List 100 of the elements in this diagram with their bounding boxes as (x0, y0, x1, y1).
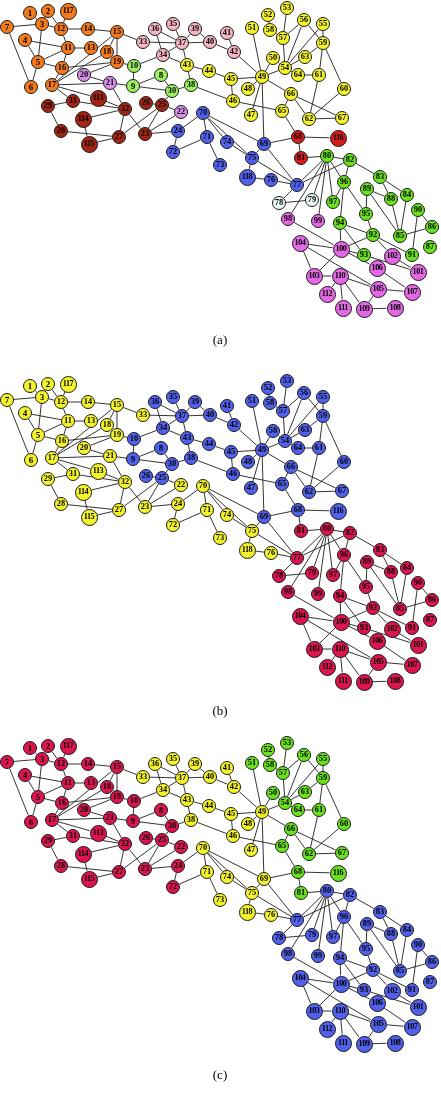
node-number: 12 (56, 24, 66, 34)
node-number: 49 (257, 807, 267, 817)
node-number: 112 (321, 289, 333, 299)
node-number: 115 (83, 139, 95, 149)
node-number: 35 (168, 392, 178, 402)
node-number: 60 (339, 457, 349, 467)
node-number: 26 (141, 833, 151, 843)
node-number: 53 (282, 738, 292, 748)
node-number: 92 (368, 965, 378, 975)
node-number: 100 (335, 979, 347, 989)
node-number: 5 (35, 57, 41, 67)
node-number: 50 (268, 426, 278, 436)
node-number: 74 (222, 510, 232, 520)
node-number: 12 (56, 397, 66, 407)
node-number: 24 (173, 861, 183, 871)
node-number: 70 (198, 481, 208, 491)
network-node (59, 2, 77, 20)
node-number: 18 (102, 47, 112, 57)
node-number: 11 (64, 416, 72, 426)
node-number: 44 (204, 66, 214, 76)
node-number: 3 (39, 19, 45, 29)
node-number: 84 (402, 925, 412, 935)
node-number: 89 (362, 557, 372, 567)
node-number: 18 (102, 782, 112, 792)
network-node (89, 824, 107, 842)
node-number: 16 (57, 63, 67, 73)
network-node (318, 658, 336, 676)
node-number: 2 (45, 741, 51, 751)
node-number: 36 (150, 397, 160, 407)
network-node (24, 80, 38, 94)
node-number: 24 (173, 499, 183, 509)
node-number: 3 (39, 754, 45, 764)
network-node (383, 982, 401, 1000)
network-node (318, 1020, 336, 1038)
node-number: 41 (222, 401, 232, 411)
node-number: 47 (246, 845, 256, 855)
node-number: 12 (56, 759, 66, 769)
node-number: 88 (386, 194, 396, 204)
node-number: 65 (277, 479, 287, 489)
node-number: 71 (202, 132, 212, 142)
network-node (80, 508, 98, 526)
node-number: 36 (150, 24, 160, 34)
panel-label: (a) (212, 333, 228, 346)
node-number: 72 (168, 520, 178, 530)
node-number: 33 (138, 37, 148, 47)
node-number: 118 (241, 172, 253, 182)
network-node (126, 814, 140, 828)
node-number: 102 (386, 624, 398, 634)
node-number: 25 (157, 835, 167, 845)
node-number: 1 (27, 381, 33, 391)
network-node (41, 377, 55, 391)
network-node (41, 739, 55, 753)
node-number: 19 (112, 792, 122, 802)
node-number: 118 (241, 907, 253, 917)
node-number: 59 (318, 773, 328, 783)
node-number: 10 (129, 434, 139, 444)
network-node (383, 247, 401, 265)
node-number: 32 (120, 477, 130, 487)
node-number: 43 (182, 60, 192, 70)
network-node (23, 741, 37, 755)
node-number: 83 (375, 907, 385, 917)
node-number: 108 (389, 676, 401, 686)
node-number: 84 (402, 190, 412, 200)
node-number: 108 (389, 1038, 401, 1048)
node-number: 23 (140, 864, 150, 874)
node-number: 58 (265, 760, 275, 770)
node-number: 15 (112, 400, 122, 410)
node-number: 64 (293, 443, 303, 453)
node-number: 117 (62, 379, 74, 389)
node-number: 73 (215, 160, 225, 170)
panel-label: (c) (212, 1068, 228, 1081)
node-number: 1 (27, 8, 33, 18)
node-number: 71 (202, 505, 212, 515)
node-number: 104 (294, 973, 306, 983)
network-node (59, 375, 77, 393)
node-number: 54 (280, 63, 290, 73)
network-node (31, 790, 45, 804)
node-number: 50 (268, 788, 278, 798)
node-number: 117 (62, 741, 74, 751)
node-number: 73 (215, 895, 225, 905)
node-number: 63 (300, 52, 310, 62)
node-number: 61 (314, 805, 324, 815)
node-number: 112 (321, 662, 333, 672)
node-number: 70 (198, 108, 208, 118)
network-node (355, 1035, 373, 1053)
node-number: 43 (182, 795, 192, 805)
node-number: 45 (226, 809, 236, 819)
node-number: 9 (130, 81, 136, 91)
node-number: 30 (167, 86, 177, 96)
network-node (126, 79, 140, 93)
node-number: 66 (286, 824, 296, 834)
node-number: 92 (368, 603, 378, 613)
node-number: 15 (112, 762, 122, 772)
node-number: 24 (173, 126, 183, 136)
network-node (368, 259, 386, 277)
node-number: 61 (314, 70, 324, 80)
node-number: 66 (286, 89, 296, 99)
network-node (89, 462, 107, 480)
network-node (369, 280, 387, 298)
node-number: 82 (345, 890, 355, 900)
